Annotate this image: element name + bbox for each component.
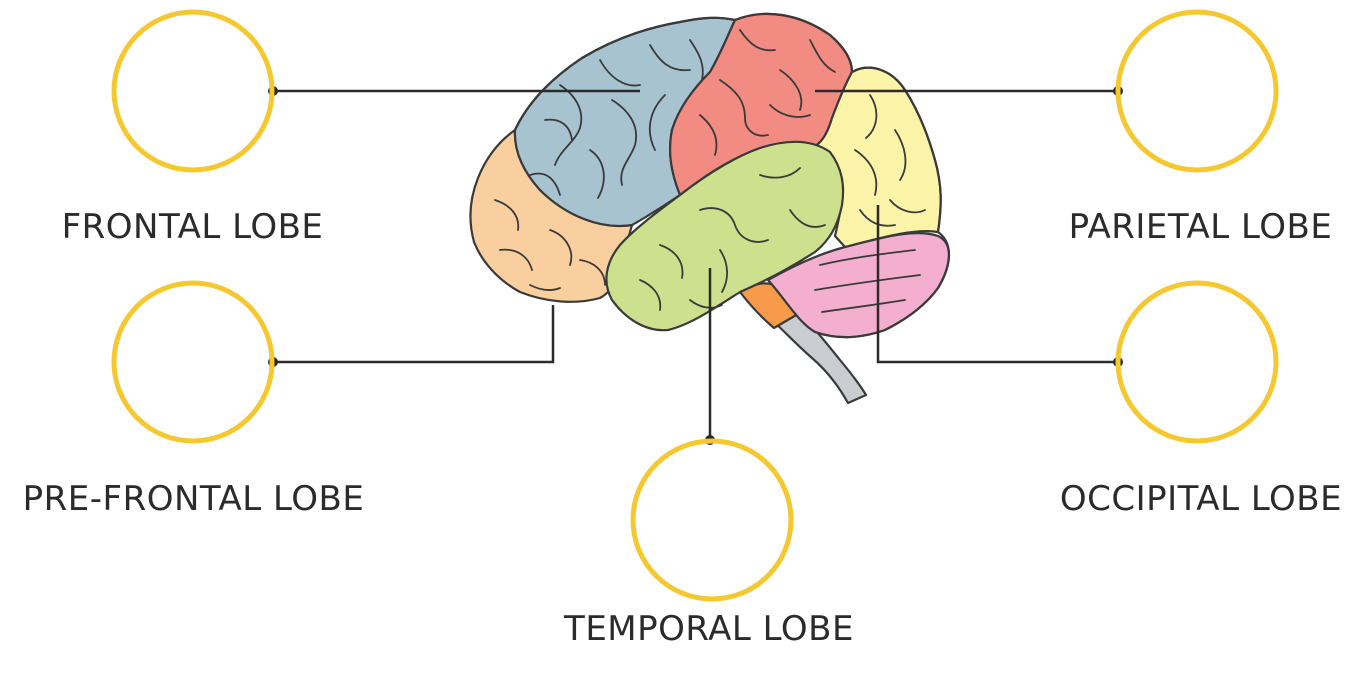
label-prefrontal-lobe: PRE-FRONTAL LOBE bbox=[6, 482, 381, 516]
circle-temporal bbox=[633, 441, 791, 599]
circle-frontal bbox=[114, 12, 272, 170]
circle-parietal bbox=[1118, 12, 1276, 170]
label-temporal-lobe: TEMPORAL LOBE bbox=[548, 612, 870, 646]
circle-prefrontal bbox=[114, 283, 272, 441]
circle-occipital bbox=[1118, 283, 1276, 441]
label-occipital-lobe: OCCIPITAL LOBE bbox=[1040, 482, 1362, 516]
connector-prefrontal bbox=[273, 305, 553, 362]
label-frontal-lobe: FRONTAL LOBE bbox=[50, 210, 335, 244]
label-parietal-lobe: PARIETAL LOBE bbox=[1058, 210, 1343, 244]
